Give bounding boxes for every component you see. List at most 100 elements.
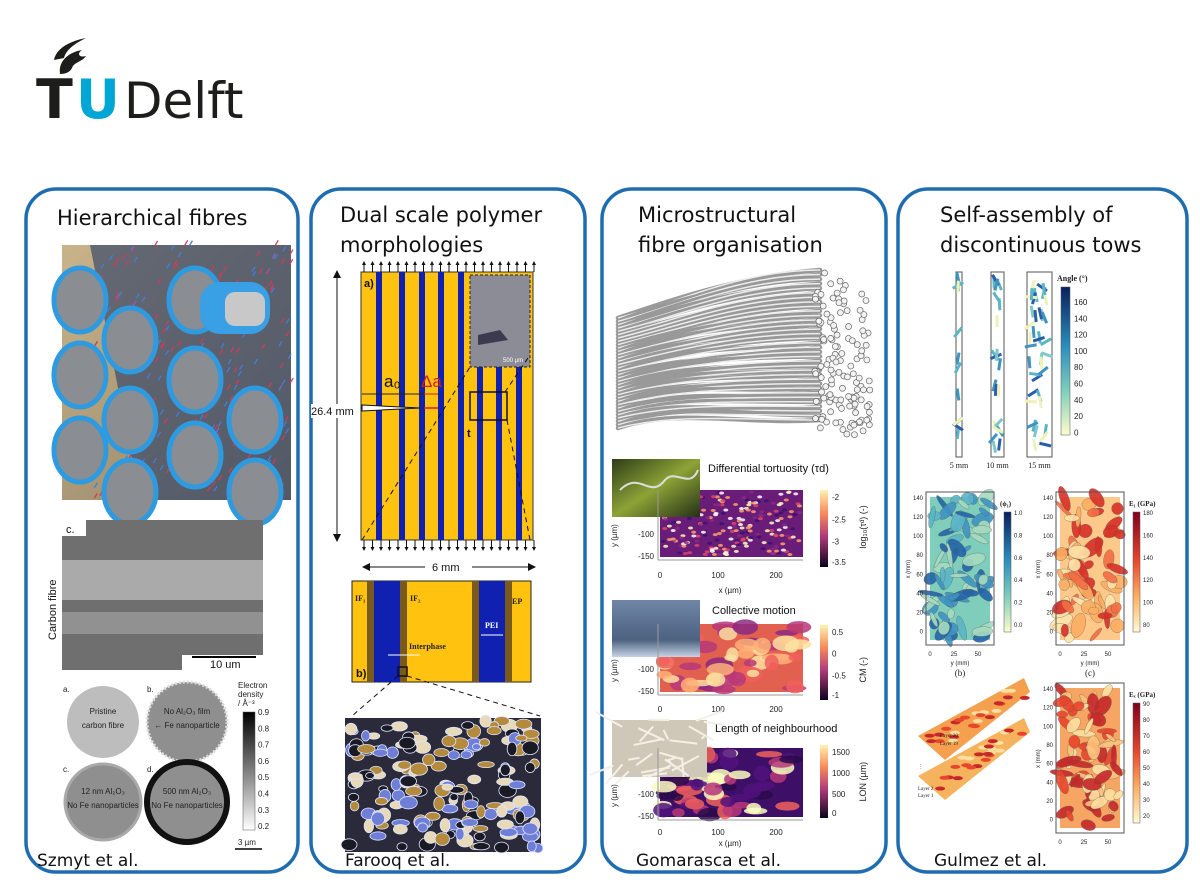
map-region xyxy=(1072,701,1085,712)
fibre-end xyxy=(865,377,873,385)
heatmap-cell xyxy=(679,662,702,671)
heatmap-cell xyxy=(736,519,742,523)
cell xyxy=(467,774,482,785)
heatmap-cell xyxy=(739,531,745,535)
map-region xyxy=(938,621,950,635)
layer-tow xyxy=(993,701,1004,706)
cell xyxy=(441,735,457,748)
fibre-strand xyxy=(615,770,630,785)
nanowire xyxy=(285,318,290,324)
heatmap-cell xyxy=(797,510,803,514)
nanowire xyxy=(130,245,135,252)
tow xyxy=(1043,423,1048,437)
heatmap-cell xyxy=(655,656,676,669)
heatmap-cell xyxy=(662,517,668,521)
map-region xyxy=(1065,809,1074,822)
cell xyxy=(461,721,475,730)
nanowire xyxy=(227,358,232,365)
colorbar-title: / Å⁻³ xyxy=(238,699,255,708)
layer-label: Layer 19 xyxy=(940,742,958,747)
heatmap-cell xyxy=(718,747,737,760)
nanowire xyxy=(219,348,224,355)
y-axis-label: y (µm) xyxy=(610,784,619,807)
load-arrow-head xyxy=(447,547,451,551)
heatmap-cell xyxy=(709,518,715,522)
colorbar-tick: 70 xyxy=(1143,734,1150,740)
nanowire xyxy=(93,482,98,489)
nanowire xyxy=(278,385,283,391)
fibre-end xyxy=(844,373,851,381)
layer-tow xyxy=(975,713,986,718)
cell xyxy=(434,832,450,846)
cell xyxy=(399,775,417,788)
tow xyxy=(993,383,998,396)
tow xyxy=(1032,335,1045,343)
nanowire xyxy=(210,265,215,271)
fibre-end xyxy=(823,310,831,318)
map-region xyxy=(1097,612,1113,620)
load-arrow-head xyxy=(421,261,426,265)
heatmap-cell xyxy=(718,627,738,641)
tow xyxy=(1037,307,1043,320)
colorbar-label: log₁₀(τᵈ) (-) xyxy=(858,505,868,548)
nanowire xyxy=(93,340,99,347)
tow xyxy=(1040,351,1054,359)
nanowire xyxy=(188,240,193,247)
nanowire xyxy=(261,343,266,350)
colorbar-tick: 140 xyxy=(1143,556,1154,562)
y-tick: 60 xyxy=(916,572,923,578)
fibre-end xyxy=(818,388,825,396)
map-region xyxy=(978,574,989,586)
y-tick: 0 xyxy=(920,629,924,635)
tow xyxy=(1026,421,1039,429)
fibre-end xyxy=(822,383,830,390)
fibre-end xyxy=(866,386,874,394)
tow xyxy=(997,438,1002,451)
map-region xyxy=(1070,613,1086,638)
cell xyxy=(433,796,445,811)
x-tick: 0 xyxy=(658,571,663,580)
map-region xyxy=(939,566,946,583)
colorbar-tick: 180 xyxy=(1143,511,1154,517)
heatmap-cell xyxy=(756,535,762,539)
load-arrow-head xyxy=(370,261,375,265)
colorbar-tick: -2 xyxy=(832,493,840,502)
if1-label: IF₁ xyxy=(355,594,366,603)
map-region xyxy=(928,505,936,529)
fibre-highlight xyxy=(617,332,821,366)
nanowire xyxy=(289,377,294,384)
tow xyxy=(993,278,1000,291)
fibre-strand xyxy=(639,725,655,743)
y-tick: 40 xyxy=(916,591,923,597)
fibre-cross-section xyxy=(51,340,109,410)
layer-label: ⋮ xyxy=(918,764,923,770)
layer-tow xyxy=(952,776,963,781)
heatmap-cell xyxy=(746,669,760,678)
logo-delft: Delft xyxy=(124,72,243,130)
y-axis-label: x (mm) xyxy=(906,560,912,579)
fibre-end xyxy=(831,343,839,350)
fibre-end xyxy=(812,398,820,405)
layer-tow xyxy=(934,739,945,744)
y-tick: 100 xyxy=(1043,724,1054,730)
heatmap-cell xyxy=(672,808,685,818)
cell xyxy=(348,792,360,802)
nanowire xyxy=(159,409,165,415)
fibre-strand xyxy=(637,727,665,742)
load-arrow-head xyxy=(362,261,366,265)
nanowire xyxy=(272,253,277,260)
load-arrow-head xyxy=(472,261,477,265)
heatmap-cell xyxy=(770,552,776,556)
layer-tow xyxy=(934,732,945,737)
fibre-end xyxy=(816,424,824,432)
heatmap-cell xyxy=(767,541,773,545)
cell xyxy=(460,750,472,760)
layer-tow xyxy=(961,763,972,768)
nanowire xyxy=(133,256,138,263)
colorbar xyxy=(820,490,828,567)
heatmap-cell xyxy=(761,541,767,545)
a0-label: a₀ xyxy=(384,372,401,391)
heatmap-cell xyxy=(753,504,759,508)
